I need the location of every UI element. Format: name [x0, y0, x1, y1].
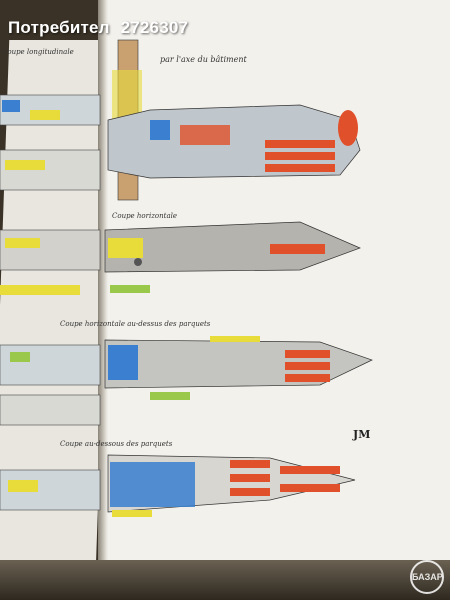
longitudinal-section: [107, 39, 361, 201]
seller-caption: Потребител 2726307: [8, 18, 194, 38]
seller-label: Потребител: [8, 18, 110, 37]
plate-signature: JM: [353, 428, 371, 441]
site-badge: БАЗАР: [410, 560, 444, 594]
seller-id: 2726307: [120, 18, 189, 37]
left-label: Coupe longitudinale: [2, 48, 74, 56]
section-title-1: Coupe horizontale: [112, 212, 178, 220]
horizontal-section-1: [104, 221, 361, 293]
lower-section: [107, 454, 356, 517]
section-title-3: Coupe au-dessous des parquets: [60, 440, 173, 448]
bottom-shadow: [0, 560, 450, 600]
plate-heading: par l'axe du bâtiment: [160, 55, 247, 64]
book-gutter: [98, 0, 108, 575]
left-page-plans: [0, 94, 101, 511]
horizontal-section-2: [104, 336, 373, 400]
section-title-2: Coupe horizontale au-dessus des parquets: [60, 320, 211, 328]
